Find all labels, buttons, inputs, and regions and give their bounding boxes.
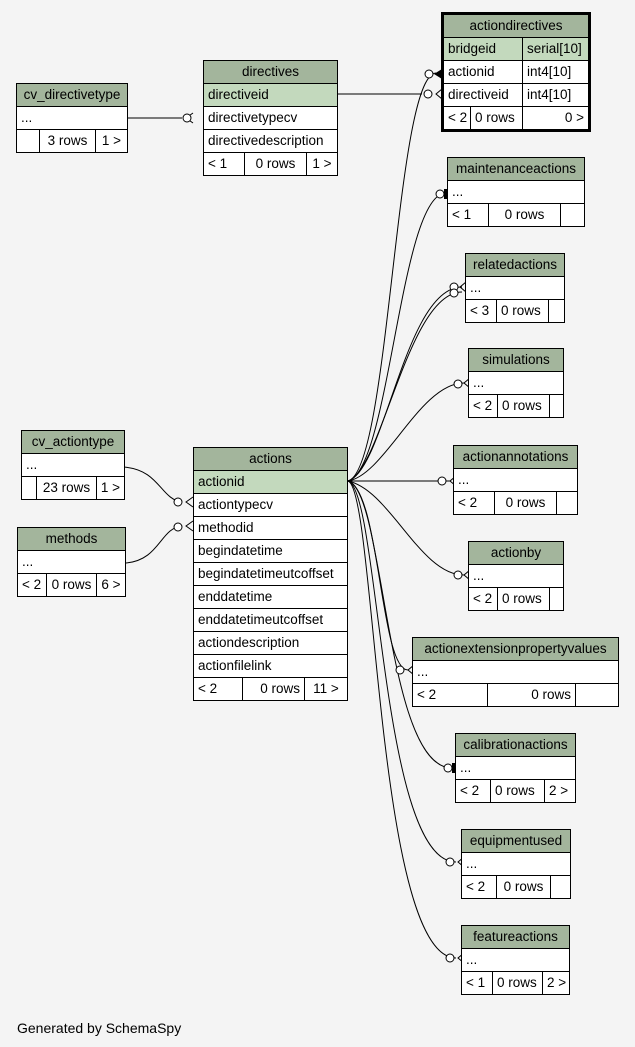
table-actionannotations[interactable]: actionannotations ... < 2 0 rows: [453, 445, 578, 515]
table-title: equipmentused: [462, 830, 570, 853]
link-calibrationactions: [347, 480, 453, 769]
table-maintenanceactions[interactable]: maintenanceactions ... < 1 0 rows: [447, 157, 585, 227]
table-title: methods: [18, 528, 125, 551]
link-actionby: [347, 480, 465, 576]
columns-ellipsis: ...: [21, 110, 33, 125]
table-footer: < 2 0 rows: [469, 395, 563, 417]
table-footer: < 1 0 rows 1 >: [204, 153, 337, 175]
table-footer: < 3 0 rows: [466, 300, 564, 322]
columns-ellipsis: ...: [466, 856, 478, 871]
table-cv-actiontype[interactable]: cv_actiontype ... 23 rows 1 >: [21, 430, 125, 500]
column-enddatetime: enddatetime: [198, 589, 273, 604]
table-title: actions: [194, 448, 347, 471]
column-actiondescription: actiondescription: [198, 635, 300, 650]
columns-ellipsis: ...: [470, 280, 482, 295]
table-footer: < 2 0 rows 11 >: [194, 678, 347, 700]
table-equipmentused[interactable]: equipmentused ... < 2 0 rows: [461, 829, 571, 899]
link-methods: [125, 525, 183, 564]
table-title: actionby: [469, 542, 563, 565]
table-title: cv_actiontype: [22, 431, 124, 454]
column-enddatetimeutcoffset: enddatetimeutcoffset: [198, 612, 324, 627]
link-simulations: [347, 382, 465, 482]
table-actiondirectives[interactable]: actiondirectives bridgeid serial[10] act…: [441, 12, 591, 132]
columns-ellipsis: ...: [26, 457, 38, 472]
link-actionextensionpropertyvalues: [347, 480, 409, 671]
column-type: serial[10]: [522, 38, 588, 60]
column-type: int4[10]: [522, 84, 588, 106]
table-footer: < 1 0 rows 2 >: [462, 972, 569, 994]
link-relatedactions-2: [347, 291, 463, 482]
table-actionby[interactable]: actionby ... < 2 0 rows: [468, 541, 564, 611]
columns-ellipsis: ...: [452, 184, 464, 199]
table-calibrationactions[interactable]: calibrationactions ... < 2 0 rows 2 >: [455, 733, 576, 803]
columns-ellipsis: ...: [460, 760, 472, 775]
link-featureactions: [347, 480, 457, 959]
columns-ellipsis: ...: [417, 664, 429, 679]
column-methodid: methodid: [198, 520, 254, 535]
table-footer: < 2 0 rows 2 >: [456, 780, 575, 802]
column-type: int4[10]: [522, 61, 588, 83]
column-directivetypecv: directivetypecv: [208, 110, 298, 125]
column-directivedescription: directivedescription: [208, 133, 324, 148]
table-actionextensionpropertyvalues[interactable]: actionextensionpropertyvalues ... < 2 0 …: [412, 637, 619, 707]
table-title: actionextensionpropertyvalues: [413, 638, 618, 661]
column-actiontypecv: actiontypecv: [198, 497, 274, 512]
columns-ellipsis: ...: [458, 472, 470, 487]
link-maintenanceactions: [347, 192, 447, 482]
table-simulations[interactable]: simulations ... < 2 0 rows: [468, 348, 564, 418]
column-begindatetime: begindatetime: [198, 543, 283, 558]
table-cv-directivetype[interactable]: cv_directivetype ... 3 rows 1 >: [16, 83, 128, 153]
table-title: cv_directivetype: [17, 84, 127, 107]
table-actions[interactable]: actions actionid actiontypecv methodid b…: [193, 447, 348, 701]
columns-ellipsis: ...: [466, 952, 478, 967]
table-title: calibrationactions: [456, 734, 575, 757]
table-title: relatedactions: [466, 254, 564, 277]
table-title: simulations: [469, 349, 563, 372]
table-title: directives: [204, 61, 337, 84]
link-equipmentused: [347, 480, 457, 863]
column-actionfilelink: actionfilelink: [198, 658, 272, 673]
columns-ellipsis: ...: [473, 375, 485, 390]
table-footer: < 2 0 rows 0 >: [444, 107, 588, 129]
link-actiondirectives: [347, 72, 437, 482]
generated-by-footer: Generated by SchemaSpy: [17, 1020, 182, 1036]
table-footer: < 2 0 rows: [462, 876, 570, 898]
table-footer: < 2 0 rows: [413, 684, 618, 706]
column-begindatetimeutcoffset: begindatetimeutcoffset: [198, 566, 334, 581]
column-actionid: actionid: [448, 64, 495, 79]
table-methods[interactable]: methods ... < 2 0 rows 6 >: [17, 527, 126, 597]
link-actiontype: [123, 466, 183, 503]
column-directiveid: directiveid: [448, 87, 509, 102]
columns-ellipsis: ...: [473, 568, 485, 583]
table-title: featureactions: [462, 926, 569, 949]
table-title: maintenanceactions: [448, 158, 584, 181]
column-directiveid: directiveid: [208, 87, 269, 102]
columns-ellipsis: ...: [22, 554, 34, 569]
table-footer: 23 rows 1 >: [22, 477, 124, 499]
table-footer: < 2 0 rows: [454, 492, 577, 514]
table-title: actiondirectives: [444, 15, 588, 38]
table-footer: < 1 0 rows: [448, 204, 584, 226]
table-title: actionannotations: [454, 446, 577, 469]
table-featureactions[interactable]: featureactions ... < 1 0 rows 2 >: [461, 925, 570, 995]
table-footer: < 2 0 rows 6 >: [18, 574, 125, 596]
table-relatedactions[interactable]: relatedactions ... < 3 0 rows: [465, 253, 565, 323]
table-directives[interactable]: directives directiveid directivetypecv d…: [203, 60, 338, 176]
column-actionid: actionid: [198, 474, 245, 489]
column-bridgeid: bridgeid: [448, 41, 497, 56]
table-footer: 3 rows 1 >: [17, 130, 127, 152]
table-footer: < 2 0 rows: [469, 588, 563, 610]
